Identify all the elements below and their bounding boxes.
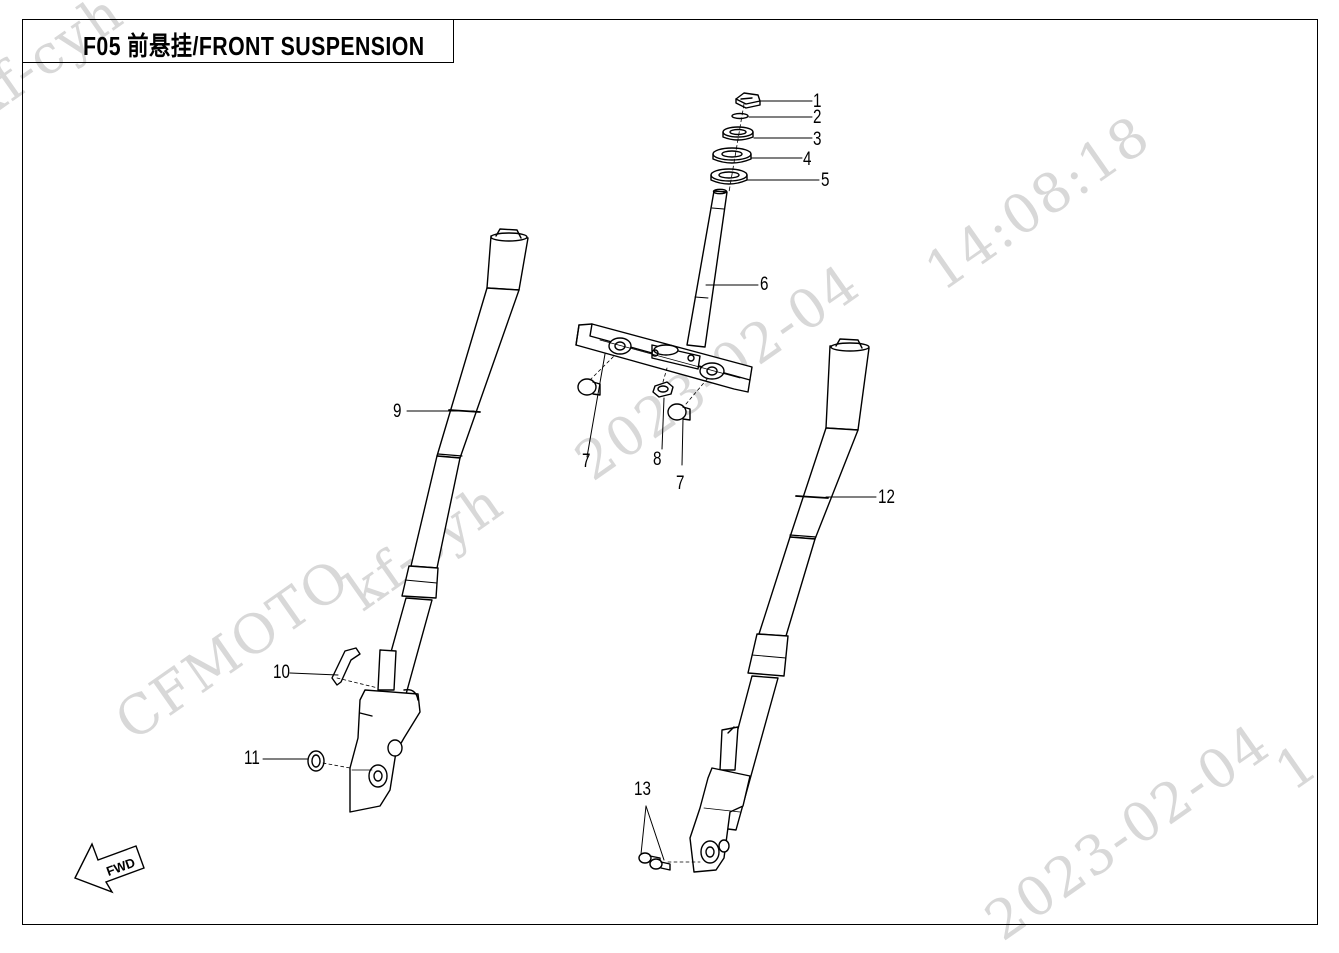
callout-13: 13: [634, 779, 651, 800]
callout-6: 6: [760, 274, 769, 295]
left-fork-part: [349, 228, 529, 813]
lower-bearing-part: [710, 168, 748, 185]
caliper-bolts-part: [638, 852, 701, 871]
upper-bearing-part: [712, 147, 752, 164]
callout-10: 10: [273, 662, 290, 683]
adjust-nut-part: [722, 126, 754, 141]
callout-7-right: 7: [676, 473, 685, 494]
stem-nut-part: [652, 367, 674, 398]
page-title: F05 前悬挂/FRONT SUSPENSION: [83, 31, 425, 61]
callout-9: 9: [393, 401, 402, 422]
pinch-bolt-right-part: [667, 377, 709, 421]
callout-12: 12: [878, 487, 895, 508]
title-block: F05 前悬挂/FRONT SUSPENSION: [22, 19, 454, 63]
callout-11: 11: [244, 748, 260, 769]
right-fork-part: [689, 338, 870, 873]
lower-triple-clamp-part: [575, 323, 753, 393]
callout-1: 1: [813, 91, 822, 112]
washer-part: [731, 112, 749, 120]
callout-4: 4: [803, 149, 812, 170]
steering-stem-part: [686, 188, 728, 348]
leader-lines: [262, 100, 877, 861]
seal-ring-part: [307, 750, 351, 772]
callout-7-left: 7: [582, 451, 591, 472]
top-nut-part: [735, 92, 761, 109]
callout-3: 3: [813, 129, 822, 150]
callout-5: 5: [821, 170, 830, 191]
callout-2: 2: [813, 107, 822, 128]
callout-8: 8: [653, 449, 662, 470]
hose-clip-part: [331, 647, 379, 689]
pinch-bolt-left-part: [577, 355, 615, 396]
fwd-arrow-icon: FWD: [74, 842, 145, 894]
drawing-frame: [22, 19, 1318, 925]
stem-axis-line: [728, 103, 745, 193]
